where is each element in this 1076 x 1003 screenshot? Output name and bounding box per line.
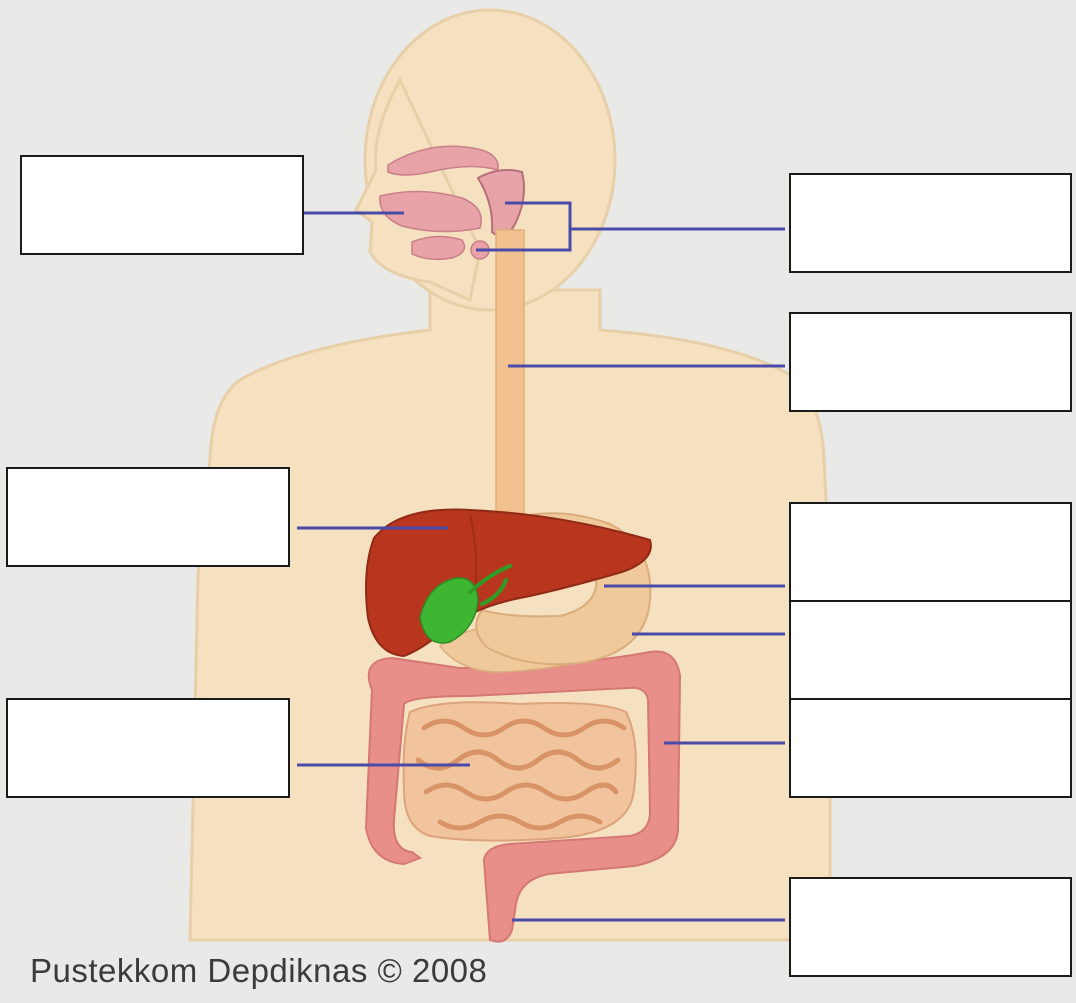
label-box-pancreas[interactable]	[789, 600, 1072, 700]
label-box-salivary-glands[interactable]	[789, 173, 1072, 273]
label-box-small-intestine[interactable]	[6, 698, 290, 798]
label-box-liver[interactable]	[6, 467, 290, 567]
label-box-esophagus[interactable]	[789, 312, 1072, 412]
small-intestine-coils	[404, 702, 636, 840]
label-box-stomach[interactable]	[789, 502, 1072, 602]
salivary-gland	[412, 236, 464, 259]
label-box-rectum-anus[interactable]	[789, 877, 1072, 977]
label-box-mouth[interactable]	[20, 155, 304, 255]
esophagus-tube	[496, 230, 524, 520]
label-box-large-intestine[interactable]	[789, 698, 1072, 798]
copyright-credit: Pustekkom Depdiknas © 2008	[30, 952, 487, 990]
